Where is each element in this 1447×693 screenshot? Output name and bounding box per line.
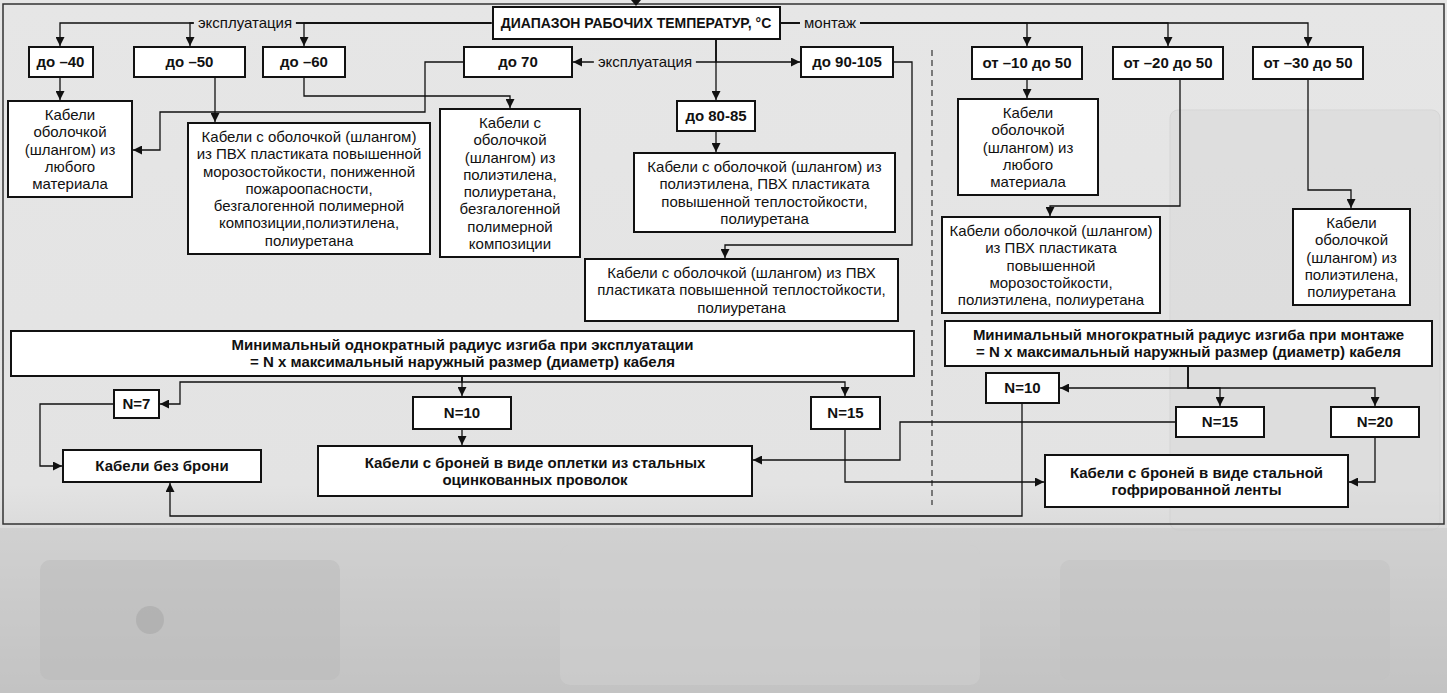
cable-type-box: Кабели оболочкой (шлангом) из полиэтилен… xyxy=(1292,208,1411,306)
node-text: Кабели оболочкой (шлангом) из любого мат… xyxy=(15,106,125,192)
node-text: от –20 до 50 xyxy=(1123,54,1212,71)
node-text: Кабели с броней в виде оплетки из стальн… xyxy=(325,454,745,489)
node-text: ДИАПАЗОН РАБОЧИХ ТЕМПЕРАТУР, °С xyxy=(501,15,772,31)
cable-type-box: Кабели с оболочкой (шлангом) из полиэтил… xyxy=(439,108,581,258)
cable-type-box: Кабели оболочкой (шлангом) из любого мат… xyxy=(7,100,133,198)
armor-type-box: Кабели без брони xyxy=(62,449,262,483)
range-heading: ДИАПАЗОН РАБОЧИХ ТЕМПЕРАТУР, °С xyxy=(492,6,781,40)
cable-type-box: Кабели с оболочкой (шлангом) из ПВХ плас… xyxy=(187,122,431,255)
temperature-box: до –60 xyxy=(262,46,346,78)
connector-arrow xyxy=(1349,438,1375,482)
diagram-frame xyxy=(3,4,1444,524)
connector-arrow xyxy=(715,132,716,152)
photo-ground xyxy=(0,528,1447,693)
node-text: N=15 xyxy=(1202,413,1238,430)
node-text: от –30 до 50 xyxy=(1263,54,1352,71)
node-text: N=10 xyxy=(444,404,480,421)
node-text: N=20 xyxy=(1357,413,1393,430)
node-text: N=10 xyxy=(1004,379,1040,396)
node-text: до –40 xyxy=(37,53,85,70)
node-text: до 80-85 xyxy=(685,107,746,124)
device-knob xyxy=(136,606,164,634)
node-text: Кабели оболочкой (шлангом) из любого мат… xyxy=(965,104,1091,190)
factor-box: N=15 xyxy=(1175,406,1265,438)
node-text: до 70 xyxy=(498,53,538,70)
armor-type-box: Кабели с броней в виде стальной гофриров… xyxy=(1044,454,1349,508)
node-text: Кабели с оболочкой (шлангом) из ПВХ плас… xyxy=(195,128,423,249)
connector-arrow xyxy=(461,430,462,445)
connector-arrow xyxy=(1188,367,1220,407)
device-panel xyxy=(560,545,980,685)
divider-dashed-line xyxy=(931,50,932,505)
armor-type-box: Кабели с броней в виде оплетки из стальн… xyxy=(317,445,753,497)
node-text: Кабели с броней в виде стальной гофриров… xyxy=(1052,464,1341,499)
bend-radius-box: Минимальный многократный радиус изгиба п… xyxy=(944,320,1433,367)
factor-box: N=15 xyxy=(810,396,881,430)
cable-type-box: Кабели оболочкой (шлангом) из любого мат… xyxy=(957,98,1099,196)
node-text: до –60 xyxy=(280,53,328,70)
node-text: до 90-105 xyxy=(812,53,882,70)
connector-arrow xyxy=(715,40,716,100)
mounting-temperature-box: от –10 до 50 xyxy=(971,46,1083,80)
connector-arrow xyxy=(304,78,510,108)
node-text: Кабели оболочкой (шлангом) из ПВХ пласти… xyxy=(949,222,1153,308)
node-text: Кабели с оболочкой (шлангом) из полиэтил… xyxy=(641,158,888,227)
temperature-box: до –40 xyxy=(28,46,94,78)
node-text: Кабели с оболочкой (шлангом) из полиэтил… xyxy=(447,114,573,252)
node-text: N=7 xyxy=(123,395,151,412)
node-text: Кабели без брони xyxy=(95,457,228,474)
connector-arrow xyxy=(59,78,60,100)
device-panel xyxy=(40,560,340,680)
connector-arrow xyxy=(1188,367,1375,407)
temperature-box: до 80-85 xyxy=(676,100,756,132)
mounting-temperature-box: от –30 до 50 xyxy=(1252,46,1364,80)
factor-box: N=10 xyxy=(412,396,512,430)
node-text: Кабели с оболочкой (шлангом) из ПВХ плас… xyxy=(592,264,891,316)
node-text: Минимальный однократный радиус изгиба пр… xyxy=(163,336,763,371)
temperature-box: до 70 xyxy=(463,46,573,78)
factor-box: N=20 xyxy=(1330,406,1420,438)
node-text: Минимальный многократный радиус изгиба п… xyxy=(954,326,1424,361)
connector-arrow xyxy=(1308,80,1351,208)
edge-label: монтаж xyxy=(800,14,860,31)
connector-arrow xyxy=(1060,367,1188,389)
cable-type-box: Кабели с оболочкой (шлангом) из ПВХ плас… xyxy=(584,258,899,322)
connector-arrow xyxy=(462,377,845,397)
connector-arrow xyxy=(716,40,800,62)
connector-arrow xyxy=(845,430,1044,482)
temperature-box: до 90-105 xyxy=(800,46,894,78)
node-text: Кабели оболочкой (шлангом) из полиэтилен… xyxy=(1300,214,1403,300)
node-text: N=15 xyxy=(827,404,863,421)
mounting-temperature-box: от –20 до 50 xyxy=(1112,46,1224,80)
connector-arrow xyxy=(304,23,492,46)
node-text: до –50 xyxy=(166,53,214,70)
device-panel xyxy=(1060,560,1390,680)
temperature-box: до –50 xyxy=(133,46,246,78)
factor-box: N=7 xyxy=(113,389,160,419)
bend-radius-box: Минимальный однократный радиус изгиба пр… xyxy=(10,330,915,377)
cable-type-box: Кабели с оболочкой (шлангом) из полиэтил… xyxy=(633,152,896,233)
edge-label: эксплуатация xyxy=(594,53,696,70)
connector-arrow xyxy=(214,78,215,122)
connector-arrow xyxy=(1026,80,1027,98)
edge-label: эксплуатация xyxy=(194,14,296,31)
factor-box: N=10 xyxy=(985,372,1060,404)
node-text: от –10 до 50 xyxy=(982,54,1071,71)
cable-type-box: Кабели оболочкой (шлангом) из ПВХ пласти… xyxy=(941,216,1161,314)
